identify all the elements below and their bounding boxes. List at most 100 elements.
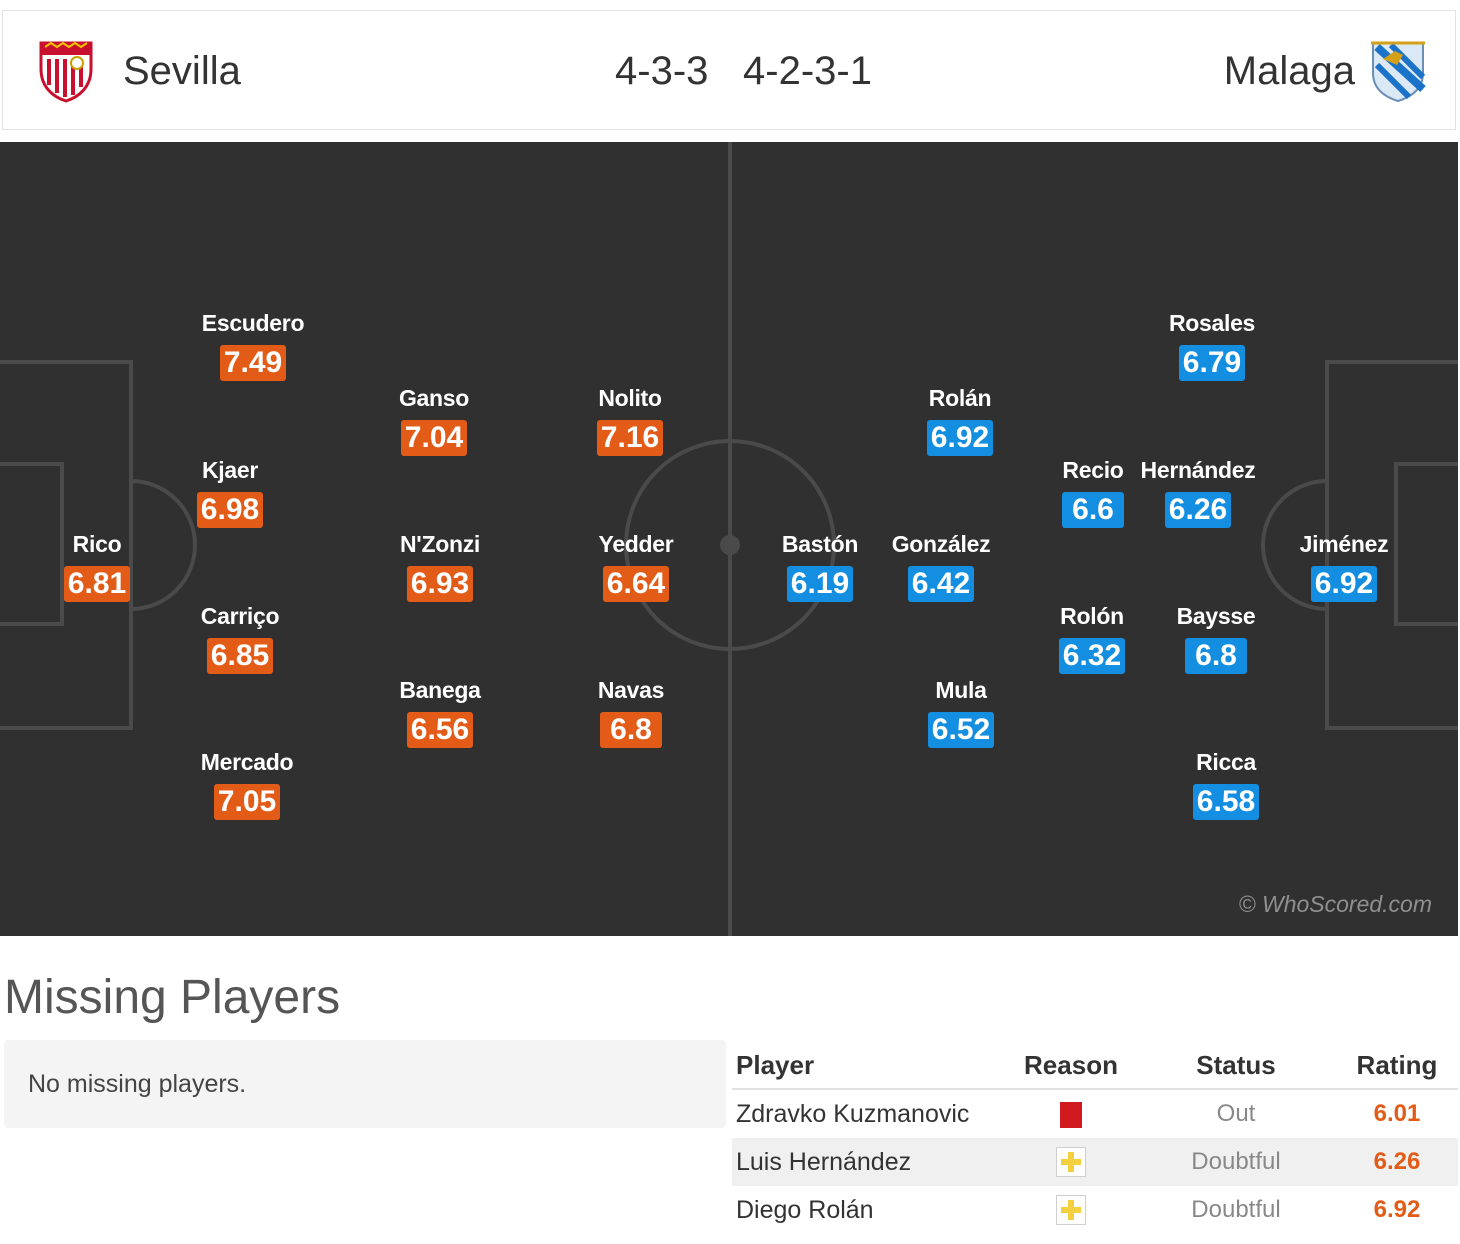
player-name: Carriço	[200, 603, 280, 629]
player-name: Mula	[935, 677, 987, 703]
malaga-crest-icon[interactable]	[1369, 39, 1427, 103]
player-rating: 6.64	[602, 566, 670, 602]
player-rating: 6.81	[63, 566, 131, 602]
whoscored-watermark: © WhoScored.com	[1238, 891, 1432, 917]
player-rating: 7.49	[219, 345, 287, 381]
player-rating: 6.8	[600, 712, 662, 748]
player-name: Rolán	[928, 385, 992, 411]
column-header-status[interactable]: Status	[1136, 1042, 1336, 1090]
player-name: Nolito	[598, 385, 662, 411]
player-carrico[interactable]: Carriço 6.85	[170, 602, 310, 674]
player-rating: 6.58	[1192, 784, 1260, 820]
home-team-name[interactable]: Sevilla	[123, 49, 241, 93]
player-banega[interactable]: Banega 6.56	[370, 676, 510, 748]
player-escudero[interactable]: Escudero 7.49	[183, 309, 323, 381]
player-name: Ganso	[398, 385, 470, 411]
player-rating: 6.26	[1164, 492, 1232, 528]
sevilla-crest-icon[interactable]	[37, 39, 95, 103]
player-rating: 6.85	[206, 638, 274, 674]
player-gonzalez[interactable]: González 6.42	[871, 530, 1011, 602]
player-navas[interactable]: Navas 6.8	[561, 676, 701, 748]
player-name: Recio	[1062, 457, 1124, 483]
missing-player-name[interactable]: Diego Rolán	[736, 1195, 874, 1224]
missing-players-title: Missing Players	[4, 971, 341, 1024]
missing-player-status: Doubtful	[1136, 1138, 1336, 1186]
player-name: Rosales	[1168, 310, 1256, 336]
pitch-lines	[0, 142, 1458, 936]
player-hernandez[interactable]: Hernández 6.26	[1128, 456, 1268, 528]
player-name: N'Zonzi	[399, 531, 481, 557]
missing-player-status: Doubtful	[1191, 1196, 1281, 1223]
column-header-rating[interactable]: Rating	[1336, 1042, 1458, 1090]
player-kjaer[interactable]: Kjaer 6.98	[160, 456, 300, 528]
player-rating: 7.16	[596, 420, 664, 456]
no-missing-text: No missing players.	[28, 1070, 247, 1098]
player-rating: 6.79	[1178, 345, 1246, 381]
player-rating: 6.6	[1062, 492, 1124, 528]
missing-player-rating: 6.01	[1373, 1100, 1421, 1127]
player-rating: 7.05	[213, 784, 281, 820]
away-formation: 4-2-3-1	[743, 49, 872, 93]
player-name: Navas	[597, 677, 665, 703]
player-rico[interactable]: Rico 6.81	[27, 530, 167, 602]
player-rating: 6.98	[196, 492, 264, 528]
player-rating: 6.8	[1185, 638, 1247, 674]
player-name: González	[891, 531, 991, 557]
column-header-player[interactable]: Player	[732, 1042, 1006, 1090]
player-rating: 6.92	[1310, 566, 1378, 602]
player-name: Ricca	[1196, 749, 1256, 775]
red-card-icon	[1060, 1101, 1082, 1128]
player-mula[interactable]: Mula 6.52	[891, 676, 1031, 748]
player-ricca[interactable]: Ricca 6.58	[1156, 748, 1296, 820]
player-rating: 6.56	[406, 712, 474, 748]
player-rating: 7.04	[400, 420, 468, 456]
player-baston[interactable]: Bastón 6.19	[750, 530, 890, 602]
missing-player-status: Out	[1216, 1100, 1256, 1127]
missing-player-rating: 6.26	[1336, 1138, 1458, 1186]
player-name: Escudero	[201, 310, 305, 336]
missing-player-name[interactable]: Luis Hernández	[732, 1138, 1006, 1186]
player-name: Kjaer	[201, 457, 259, 483]
player-recio[interactable]: Recio 6.6	[1023, 456, 1163, 528]
player-rating: 6.32	[1058, 638, 1126, 674]
player-yedder[interactable]: Yedder 6.64	[566, 530, 706, 602]
table-row: Diego Rolán Doubtful 6.92	[732, 1186, 1458, 1234]
away-missing-table: Player Reason Status Rating Zdravko Kuzm…	[732, 1042, 1458, 1234]
pitch: Rico 6.81 Escudero 7.49 Kjaer 6.98 Carri…	[0, 142, 1458, 936]
player-rating: 6.92	[926, 420, 994, 456]
player-name: Bastón	[781, 531, 859, 557]
player-rating: 6.93	[406, 566, 474, 602]
player-rosales[interactable]: Rosales 6.79	[1142, 309, 1282, 381]
table-row: Zdravko Kuzmanovic Out 6.01	[732, 1089, 1458, 1138]
player-rolon[interactable]: Rolón 6.32	[1022, 602, 1162, 674]
player-nolito[interactable]: Nolito 7.16	[560, 384, 700, 456]
match-header: Sevilla 4-3-3 4-2-3-1 Malaga	[2, 10, 1456, 130]
home-formation: 4-3-3	[615, 49, 709, 93]
player-name: Hernández	[1140, 457, 1256, 483]
table-row: Luis Hernández Doubtful 6.26	[732, 1138, 1458, 1186]
player-rating: 6.52	[927, 712, 995, 748]
player-rating: 6.19	[786, 566, 854, 602]
player-mercado[interactable]: Mercado 7.05	[177, 748, 317, 820]
player-name: Mercado	[200, 749, 294, 775]
missing-player-rating: 6.92	[1373, 1196, 1421, 1223]
missing-player-name[interactable]: Zdravko Kuzmanovic	[736, 1099, 970, 1128]
player-rating: 6.42	[907, 566, 975, 602]
player-name: Banega	[399, 677, 481, 703]
player-name: Rico	[72, 531, 122, 557]
column-header-reason[interactable]: Reason	[1006, 1042, 1136, 1090]
player-jimenez[interactable]: Jiménez 6.92	[1274, 530, 1414, 602]
player-ganso[interactable]: Ganso 7.04	[364, 384, 504, 456]
player-name: Baysse	[1176, 603, 1256, 629]
doubtful-icon	[1056, 1147, 1086, 1178]
player-nzonzi[interactable]: N'Zonzi 6.93	[370, 530, 510, 602]
player-name: Jiménez	[1299, 531, 1389, 557]
home-missing-panel: No missing players.	[4, 1040, 726, 1128]
player-name: Yedder	[598, 531, 674, 557]
table-header-row: Player Reason Status Rating	[732, 1042, 1458, 1090]
player-name: Rolón	[1060, 603, 1124, 629]
doubtful-icon	[1056, 1195, 1086, 1226]
player-rolan[interactable]: Rolán 6.92	[890, 384, 1030, 456]
away-team-name[interactable]: Malaga	[1223, 49, 1355, 93]
player-baysse[interactable]: Baysse 6.8	[1146, 602, 1286, 674]
